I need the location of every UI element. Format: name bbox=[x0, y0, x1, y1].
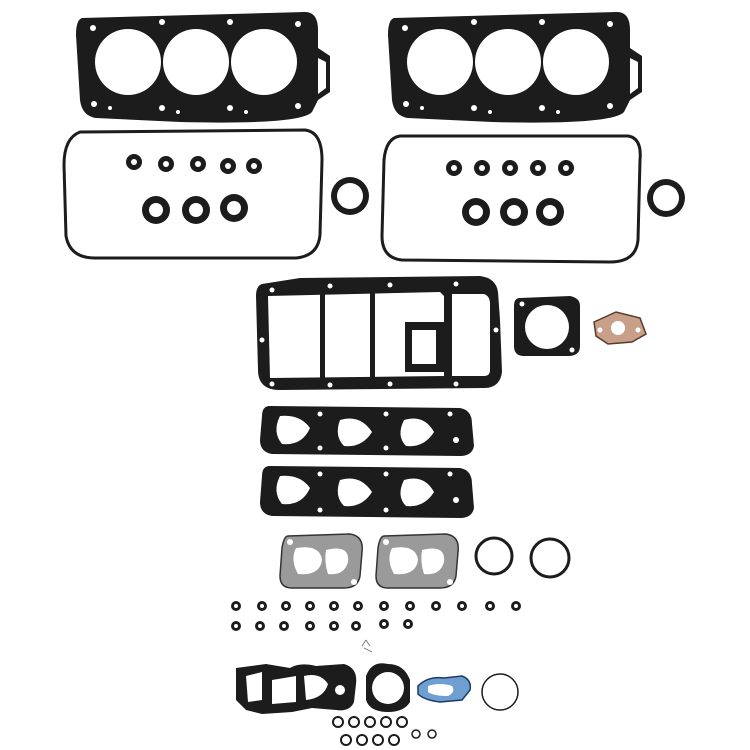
valve-cover-gasket-right bbox=[380, 134, 642, 264]
o-ring-thin bbox=[481, 673, 519, 711]
small-o-ring-row-bottom bbox=[332, 716, 437, 746]
small-o-ring-row-upper bbox=[231, 601, 521, 611]
intake-manifold-gasket-lower bbox=[260, 466, 474, 518]
cylinder-head-gasket-left bbox=[76, 12, 330, 123]
small-clip bbox=[361, 639, 373, 653]
valve-stem-seal-row-right bbox=[446, 160, 574, 176]
valve-stem-seal-row-left bbox=[126, 154, 262, 174]
cylinder-head-gasket-right bbox=[388, 12, 642, 123]
throttle-body-gasket bbox=[514, 296, 580, 356]
o-ring-large-left bbox=[474, 536, 514, 576]
o-ring-large-right bbox=[529, 537, 571, 579]
exhaust-gasket-right bbox=[375, 533, 459, 589]
camshaft-seal-left bbox=[331, 177, 369, 215]
valve-cover-gasket-left bbox=[62, 128, 324, 260]
intake-manifold-gasket-upper bbox=[260, 406, 474, 456]
egr-gasket bbox=[593, 311, 647, 345]
exhaust-gasket-left bbox=[279, 533, 363, 589]
small-o-ring-row-middle bbox=[231, 619, 413, 631]
intake-plenum-gasket bbox=[256, 276, 502, 390]
water-outlet-gasket bbox=[236, 664, 357, 714]
water-pump-gasket bbox=[417, 675, 472, 703]
camshaft-seal-right bbox=[647, 179, 685, 217]
spark-plug-tube-seals-left bbox=[142, 194, 248, 224]
thermostat-gasket bbox=[366, 663, 410, 712]
spark-plug-tube-seals-right bbox=[462, 198, 564, 226]
